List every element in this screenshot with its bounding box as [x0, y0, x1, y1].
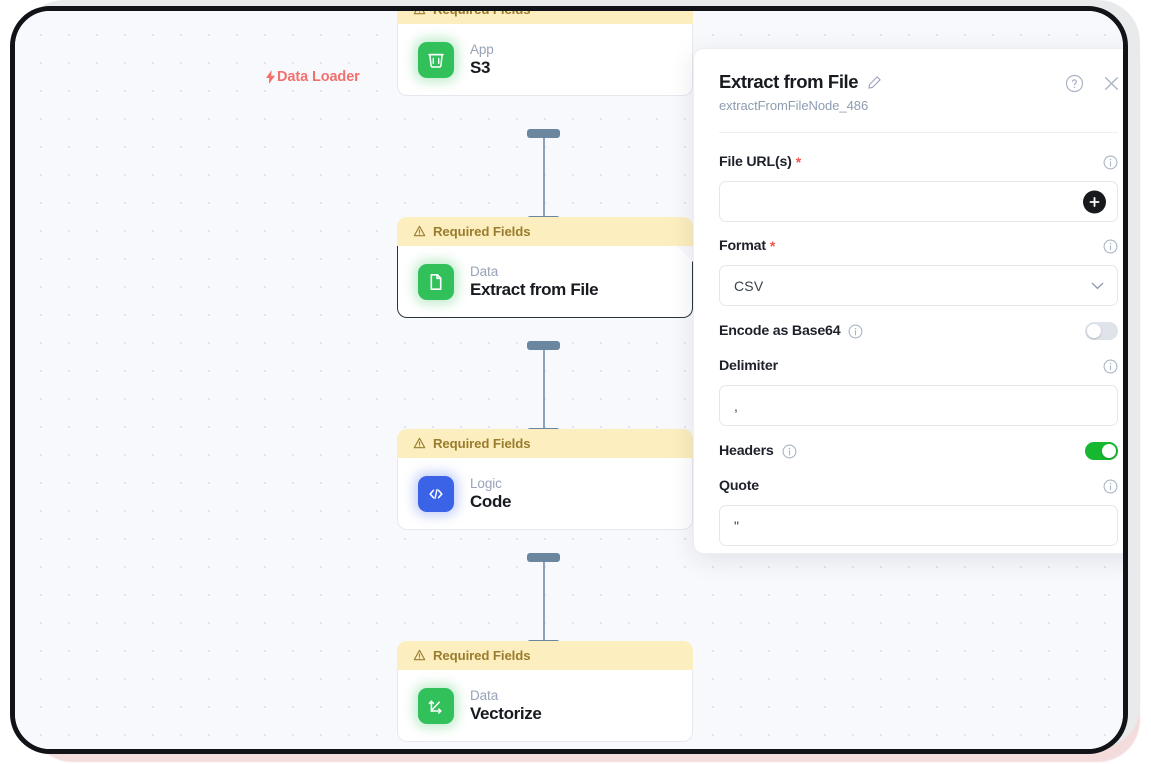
input-quote[interactable]: " — [719, 505, 1118, 546]
device-frame: Data Loader Required Fields — [10, 6, 1128, 754]
field-label-format: Format* — [719, 238, 775, 254]
panel-title-row: Extract from File — [719, 71, 1118, 93]
field-label-text: Encode as Base64 — [719, 323, 841, 339]
panel-subtitle: extractFromFileNode_486 — [719, 98, 869, 113]
toggle-headers[interactable] — [1085, 442, 1118, 460]
field-format-label-row: Format* — [719, 235, 1118, 257]
node-code[interactable]: Required Fields Logic Code — [397, 429, 693, 530]
node-text-vectorize: Data Vectorize — [470, 688, 542, 724]
field-file-urls-label-row: File URL(s)* — [719, 151, 1118, 173]
warning-triangle-icon — [413, 437, 426, 450]
input-delimiter[interactable]: , — [719, 385, 1118, 426]
group-label-text: Data Loader — [277, 69, 360, 85]
file-doc-icon — [418, 264, 454, 300]
lightning-bolt-icon — [265, 70, 276, 84]
node-title-code: Code — [470, 491, 512, 511]
node-text-extract: Data Extract from File — [470, 264, 598, 300]
node-vectorize[interactable]: Required Fields Data Vectorize — [397, 641, 693, 742]
info-icon[interactable] — [1103, 155, 1118, 170]
s3-bucket-icon — [418, 41, 454, 78]
node-banner-extract: Required Fields — [397, 217, 693, 246]
node-title-extract: Extract from File — [470, 279, 599, 299]
edge-code-to-vectorize — [543, 558, 545, 648]
node-banner-text: Required Fields — [433, 6, 531, 17]
info-icon[interactable] — [1103, 239, 1118, 254]
handle-code-out[interactable] — [527, 553, 560, 562]
node-title-vectorize: Vectorize — [470, 703, 542, 723]
field-label-text: Delimiter — [719, 358, 778, 374]
node-banner-s3: Required Fields — [397, 6, 693, 24]
node-banner-text: Required Fields — [433, 224, 531, 239]
node-category-extract: Data — [470, 263, 499, 279]
node-banner-text: Required Fields — [433, 436, 531, 451]
node-banner-vectorize: Required Fields — [397, 641, 693, 670]
node-category-s3: App — [470, 41, 494, 57]
field-quote-label-row: Quote — [719, 475, 1118, 497]
info-icon[interactable] — [1103, 359, 1118, 374]
panel-actions — [1065, 74, 1121, 93]
close-icon[interactable] — [1102, 74, 1121, 93]
edge-s3-to-extract — [543, 133, 545, 225]
node-category-vectorize: Data — [470, 687, 499, 703]
info-icon[interactable] — [782, 444, 797, 459]
node-text-code: Logic Code — [470, 476, 511, 512]
toggle-knob — [1102, 444, 1116, 458]
panel-body: File URL(s)* Format* — [694, 133, 1123, 546]
edge-extract-to-code — [543, 346, 545, 436]
select-format-value: CSV — [734, 277, 764, 294]
node-body-extract[interactable]: Data Extract from File — [397, 246, 693, 318]
field-label-quote: Quote — [719, 478, 759, 494]
warning-triangle-icon — [413, 11, 426, 16]
warning-triangle-icon — [413, 225, 426, 238]
field-label-encode-base64: Encode as Base64 — [719, 323, 863, 339]
add-url-button[interactable] — [1083, 190, 1106, 213]
field-label-text: Quote — [719, 478, 759, 494]
vectorize-icon — [418, 687, 454, 724]
toggle-encode-base64[interactable] — [1085, 322, 1118, 340]
node-category-code: Logic — [470, 475, 502, 491]
node-banner-code: Required Fields — [397, 429, 693, 458]
required-asterisk: * — [795, 154, 801, 170]
help-circle-icon[interactable] — [1065, 74, 1084, 93]
required-asterisk: * — [769, 238, 776, 254]
field-headers-row: Headers — [719, 434, 1118, 468]
pencil-icon[interactable] — [867, 75, 882, 90]
node-settings-panel: Extract from File extractFromFileNode_48… — [693, 48, 1123, 554]
handle-s3-out[interactable] — [527, 129, 560, 138]
node-extract-from-file[interactable]: Required Fields Data Extract from File — [397, 217, 693, 318]
node-body-vectorize[interactable]: Data Vectorize — [397, 670, 693, 742]
info-icon[interactable] — [848, 324, 863, 339]
input-file-urls[interactable] — [719, 181, 1118, 222]
node-body-s3[interactable]: App S3 — [397, 24, 693, 96]
panel-header: Extract from File extractFromFileNode_48… — [694, 49, 1123, 113]
handle-extract-out[interactable] — [527, 341, 560, 350]
field-label-file-urls: File URL(s)* — [719, 154, 801, 170]
group-label-data-loader: Data Loader — [265, 69, 360, 85]
node-s3[interactable]: Required Fields App S3 — [397, 6, 693, 96]
node-text-s3: App S3 — [470, 42, 494, 78]
field-label-text: Headers — [719, 443, 774, 459]
field-encode-base64-row: Encode as Base64 — [719, 314, 1118, 348]
toggle-knob — [1087, 324, 1101, 338]
node-title-s3: S3 — [470, 57, 491, 77]
select-format[interactable]: CSV — [719, 265, 1118, 306]
code-icon — [418, 475, 454, 512]
field-label-delimiter: Delimiter — [719, 358, 778, 374]
node-body-code[interactable]: Logic Code — [397, 458, 693, 530]
input-quote-value: " — [734, 517, 740, 534]
panel-title: Extract from File — [719, 71, 859, 92]
field-label-text: Format — [719, 238, 766, 254]
input-delimiter-value: , — [734, 397, 739, 414]
warning-triangle-icon — [413, 649, 426, 662]
info-icon[interactable] — [1103, 479, 1118, 494]
chevron-down-icon[interactable] — [1091, 281, 1104, 290]
panel-divider — [719, 132, 1118, 133]
field-label-headers: Headers — [719, 443, 797, 459]
field-delimiter-label-row: Delimiter — [719, 355, 1118, 377]
field-label-text: File URL(s) — [719, 154, 792, 170]
node-banner-text: Required Fields — [433, 648, 531, 663]
